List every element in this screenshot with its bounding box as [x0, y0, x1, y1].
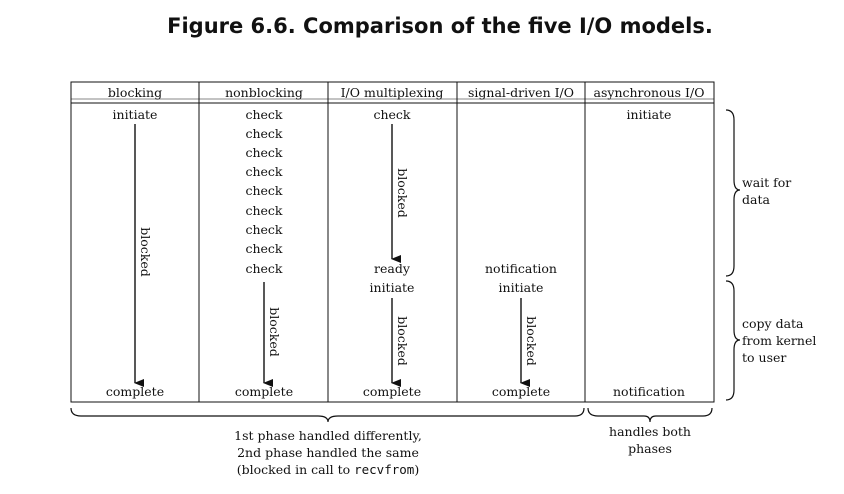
nonblocking-check: check [245, 203, 282, 218]
signal-notification: notification [485, 261, 557, 276]
phase-brace-left [70, 407, 585, 423]
bottom-left-line3-suffix: ) [414, 462, 419, 477]
copy-label-line3: to user [742, 350, 786, 365]
header-signal-driven: signal-driven I/O [468, 85, 574, 100]
phase-brace-right [587, 407, 713, 423]
multiplexing-check: check [373, 107, 410, 122]
bottom-right-line1: handles both [609, 424, 691, 439]
bottom-left-line1: 1st phase handled differently, [234, 428, 422, 443]
nonblocking-blocked-label: blocked [267, 307, 282, 357]
bottom-left-line2: 2nd phase handled the same [237, 445, 419, 460]
nonblocking-check: check [245, 107, 282, 122]
bottom-left-line3-prefix: (blocked in call to [237, 462, 354, 477]
table-frame [70, 81, 715, 403]
nonblocking-check: check [245, 145, 282, 160]
nonblocking-complete: complete [235, 384, 293, 399]
bottom-left-line3: (blocked in call to recvfrom) [237, 462, 419, 477]
header-nonblocking: nonblocking [225, 85, 303, 100]
figure-title: Figure 6.6. Comparison of the five I/O m… [167, 14, 713, 38]
wait-label-line1: wait for [742, 175, 791, 190]
wait-brace [725, 109, 741, 277]
wait-label-line2: data [742, 192, 770, 207]
multiplexing-blocked-label-2: blocked [395, 316, 410, 366]
header-io-multiplexing: I/O multiplexing [341, 85, 444, 100]
nonblocking-check: check [245, 222, 282, 237]
bottom-right-line2: phases [628, 441, 672, 456]
nonblocking-check: check [245, 183, 282, 198]
nonblocking-check: check [245, 126, 282, 141]
multiplexing-complete: complete [363, 384, 421, 399]
blocking-initiate: initiate [113, 107, 158, 122]
copy-label-line2: from kernel [742, 333, 816, 348]
header-blocking: blocking [108, 85, 162, 100]
nonblocking-check: check [245, 164, 282, 179]
recvfrom-code: recvfrom [354, 462, 414, 477]
multiplexing-ready: ready [374, 261, 411, 276]
async-initiate: initiate [627, 107, 672, 122]
multiplexing-blocked-label-1: blocked [395, 168, 410, 218]
header-asynchronous: asynchronous I/O [594, 85, 705, 100]
copy-label-line1: copy data [742, 316, 804, 331]
multiplexing-initiate: initiate [370, 280, 415, 295]
signal-complete: complete [492, 384, 550, 399]
nonblocking-check: check [245, 241, 282, 256]
blocking-complete: complete [106, 384, 164, 399]
async-notification: notification [613, 384, 685, 399]
signal-blocked-label: blocked [524, 316, 539, 366]
copy-brace [725, 280, 741, 401]
blocking-blocked-label: blocked [138, 227, 153, 277]
signal-initiate: initiate [499, 280, 544, 295]
nonblocking-check: check [245, 261, 282, 276]
